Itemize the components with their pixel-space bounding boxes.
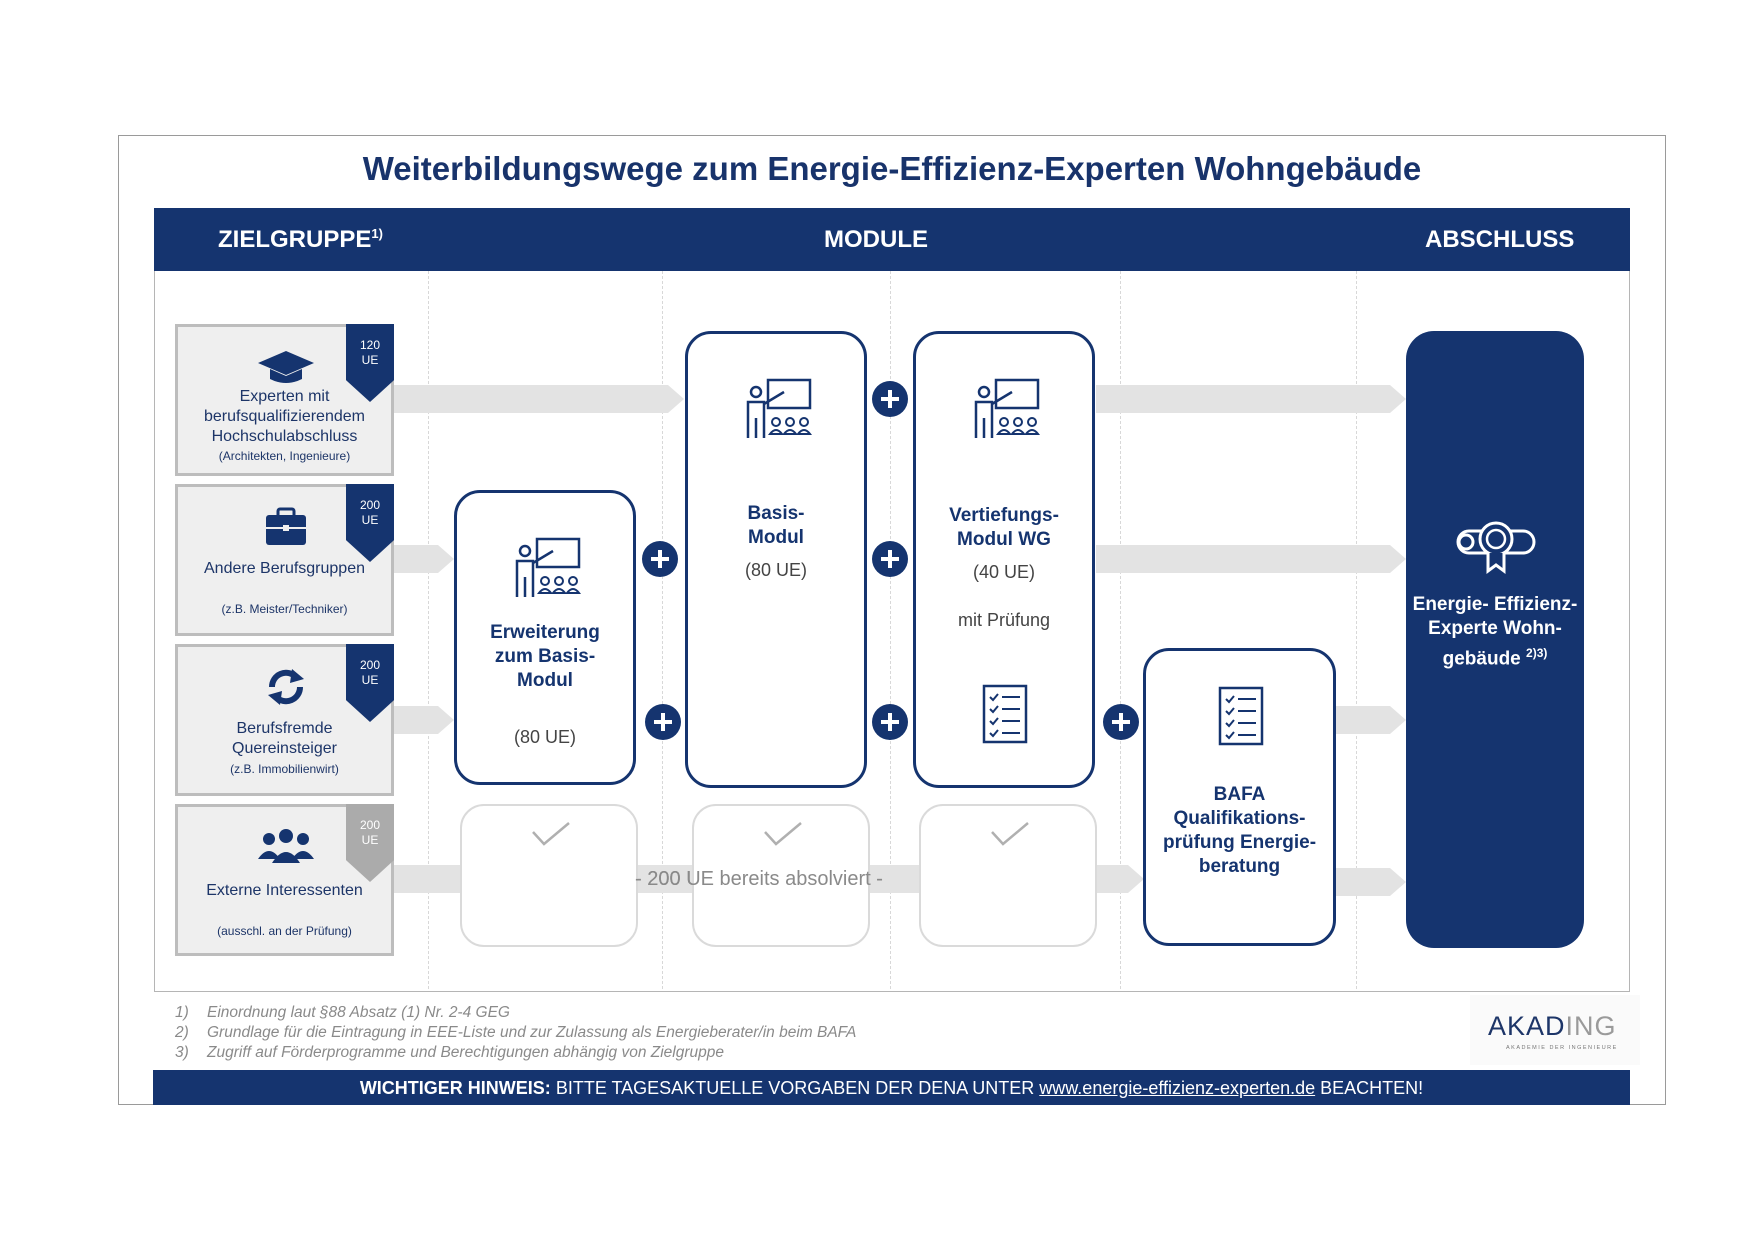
- check-icon: [532, 822, 570, 846]
- path-arrow-row1-a: [394, 385, 684, 413]
- column-divider: [1356, 271, 1357, 989]
- zielgruppe-name: Berufsfremde Quereinsteiger: [232, 720, 337, 757]
- checklist-icon: [1218, 686, 1264, 746]
- zielgruppe-box-quereinsteiger: Berufsfremde Quereinsteiger (z.B. Immobi…: [175, 644, 394, 796]
- dena-link[interactable]: www.energie-effizienz-experten.de: [1039, 1078, 1316, 1098]
- module-title: Erweiterung zum Basis- Modul: [490, 622, 600, 691]
- refresh-icon: [268, 669, 304, 705]
- module-ue: (80 UE): [744, 560, 807, 580]
- module-exam-note: mit Prüfung: [957, 610, 1051, 630]
- group-icon: [258, 829, 314, 863]
- header-abschluss: ABSCHLUSS: [1425, 226, 1575, 253]
- abschluss-box: Energie- Effizienz- Experte Wohn- gebäud…: [1406, 331, 1584, 948]
- module-ue: (80 UE): [513, 727, 576, 747]
- checklist-icon: [982, 684, 1028, 744]
- module-title: Basis- Modul: [747, 503, 805, 548]
- teacher-icon: [746, 378, 813, 438]
- module-ue: (40 UE): [972, 562, 1035, 582]
- zielgruppe-name: Andere Berufsgruppen: [204, 560, 365, 577]
- column-divider: [662, 271, 663, 989]
- module-basis: Basis- Modul (80 UE): [685, 331, 867, 788]
- plus-icon: [1103, 704, 1139, 740]
- header-module: MODULE: [824, 226, 928, 253]
- module-vertiefung: Vertiefungs- Modul WG (40 UE) mit Prüfun…: [913, 331, 1095, 788]
- zielgruppe-box-externe: Externe Interessenten (ausschl. an der P…: [175, 804, 394, 956]
- path-arrow-row4-b: [1334, 868, 1406, 896]
- footnote: 2)Grundlage für die Eintragung in EEE-Li…: [175, 1024, 857, 1041]
- zielgruppe-example: (Architekten, Ingenieure): [218, 449, 351, 463]
- plus-icon: [872, 541, 908, 577]
- zielgruppe-box-experten: Experten mit berufsqualifizierendem Hoch…: [175, 324, 394, 476]
- completed-placeholder: [919, 804, 1097, 947]
- plus-icon: [642, 541, 678, 577]
- zielgruppe-example: (ausschl. an der Prüfung): [217, 924, 352, 938]
- graduation-cap-icon: [258, 351, 314, 383]
- zielgruppe-box-berufsgruppen: Andere Berufsgruppen (z.B. Meister/Techn…: [175, 484, 394, 636]
- footnote: 3)Zugriff auf Förderprogramme und Berech…: [175, 1044, 724, 1061]
- completed-placeholder: [692, 804, 870, 947]
- akading-logo: AKADING AKADEMIE DER INGENIEURE: [1470, 995, 1640, 1065]
- module-bafa-pruefung: BAFA Qualifikations- prüfung Energie- be…: [1143, 648, 1336, 946]
- plus-icon: [645, 704, 681, 740]
- header-zielgruppe: ZIELGRUPPE1): [218, 226, 383, 253]
- path-arrow-row1-b: [1096, 385, 1406, 413]
- zielgruppe-example: (z.B. Meister/Techniker): [221, 602, 348, 616]
- bypass-label-overlay: - 200 UE bereits absolviert -: [635, 868, 883, 890]
- check-icon: [991, 822, 1029, 846]
- content-area: [154, 271, 1630, 992]
- page-title: Weiterbildungswege zum Energie-Effizienz…: [362, 150, 1422, 187]
- teacher-icon: [515, 537, 582, 597]
- header-bar: ZIELGRUPPE1) MODULE ABSCHLUSS: [154, 208, 1630, 271]
- module-erweiterung: Erweiterung zum Basis- Modul (80 UE): [454, 490, 636, 785]
- certificate-icon: [1456, 521, 1536, 574]
- column-divider: [1120, 271, 1121, 989]
- teacher-icon: [974, 378, 1041, 438]
- path-arrow-row3-b: [1334, 706, 1406, 734]
- zielgruppe-example: (z.B. Immobilienwirt): [230, 762, 339, 776]
- footnote: 1)Einordnung laut §88 Absatz (1) Nr. 2-4…: [175, 1004, 510, 1021]
- zielgruppe-name: Experten mit berufsqualifizierendem Hoch…: [204, 388, 365, 445]
- notice-bar: WICHTIGER HINWEIS: BITTE TAGESAKTUELLE V…: [153, 1070, 1630, 1105]
- column-divider: [890, 271, 891, 989]
- plus-icon: [872, 704, 908, 740]
- check-icon: [764, 822, 802, 846]
- briefcase-icon: [266, 507, 306, 545]
- plus-icon: [872, 381, 908, 417]
- column-divider: [428, 271, 429, 989]
- zielgruppe-name: Externe Interessenten: [206, 882, 363, 899]
- path-arrow-row2-b: [1096, 545, 1406, 573]
- module-title: BAFA Qualifikations- prüfung Energie- be…: [1162, 784, 1317, 877]
- abschluss-title: Energie- Effizienz- Experte Wohn- gebäud…: [1412, 594, 1578, 670]
- module-title: Vertiefungs- Modul WG: [949, 505, 1059, 550]
- completed-placeholder: [460, 804, 638, 947]
